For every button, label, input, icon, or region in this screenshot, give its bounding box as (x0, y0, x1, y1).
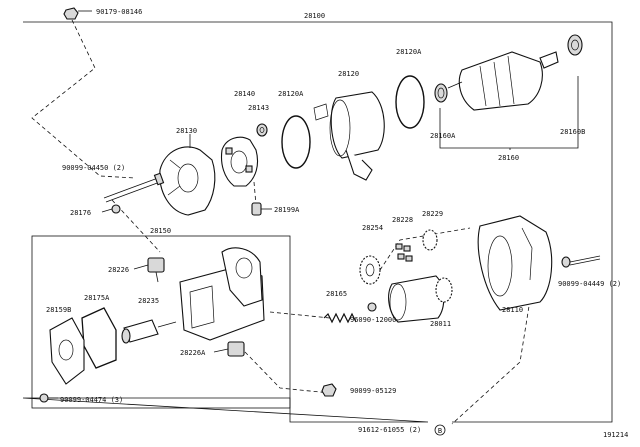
label-28165: 28165 (326, 290, 347, 298)
end-frame-28130 (159, 134, 216, 216)
label-91612-61055: 91612-61055 (2) (358, 426, 421, 434)
label-28228: 28228 (392, 216, 413, 224)
dashed-line-28110 (451, 299, 531, 425)
screw-28176 (101, 204, 121, 214)
part-28199a (251, 202, 272, 216)
screw-90099-04474 (39, 393, 58, 403)
label-90099-04474: 90099-04474 (3) (60, 396, 123, 404)
bolt-90099-04449 (561, 255, 601, 268)
yoke-28120 (313, 91, 385, 181)
label-28160: 28160 (498, 154, 519, 162)
ball-96090-12000 (367, 302, 377, 312)
spring-28165 (323, 312, 357, 324)
dashed-line-bolt (111, 199, 161, 253)
plunger-28235 (121, 319, 177, 344)
label-28176: 28176 (70, 209, 91, 217)
bracket-28160 (439, 76, 579, 149)
label-90099-05129: 90099-05129 (350, 387, 396, 395)
through-bolt-90099-04450 (103, 172, 165, 203)
dashed-line-left (31, 19, 136, 179)
label-28160b: 28160B (560, 128, 585, 136)
label-28120a-mid: 28120A (278, 90, 304, 98)
label-28159b: 28159B (46, 306, 71, 314)
label-28110: 28110 (502, 306, 523, 314)
nut-90099-05129 (321, 383, 337, 397)
label-90099-04449: 90099-04449 (2) (558, 280, 621, 288)
bearing-28160a (434, 83, 448, 103)
label-28235: 28235 (138, 297, 159, 305)
part-28229 (422, 229, 438, 251)
label-28140: 28140 (234, 90, 255, 98)
drive-housing-28110 (477, 215, 553, 311)
label-96090-12000: 96090-12000 (350, 316, 396, 324)
brush-holder-28140 (220, 136, 259, 187)
label-90099-04450: 90099-04450 (2) (62, 164, 125, 172)
gear-28254 (359, 255, 381, 285)
label-28143: 28143 (248, 104, 269, 112)
subassembly-box-28150 (31, 235, 291, 409)
label-28160a: 28160A (430, 132, 456, 140)
dashed-line-28199a (253, 181, 257, 206)
cover-28159b (49, 317, 85, 385)
bearing-28160b (567, 34, 583, 56)
svg-text:B: B (438, 427, 442, 435)
label-28011: 28011 (430, 320, 451, 328)
label-28199a: 28199A (274, 206, 300, 214)
armature-28160 (447, 51, 559, 111)
nut-90179-08146 (63, 7, 92, 20)
terminal-28226 (133, 257, 165, 283)
dashed-line-28165 (269, 311, 331, 319)
part-28143 (256, 123, 268, 137)
ring-28120a-top (395, 75, 425, 129)
rollers-28228 (395, 243, 413, 262)
label-28254: 28254 (362, 224, 383, 232)
terminal-28226a (213, 341, 245, 357)
label-28130: 28130 (176, 127, 197, 135)
dashed-line-bottom (244, 351, 331, 394)
clutch-28011 (388, 275, 453, 323)
label-28120: 28120 (338, 70, 359, 78)
label-28226a: 28226A (180, 349, 206, 357)
dashed-line-gear (379, 227, 471, 271)
gasket-28175a (81, 307, 117, 369)
label-28120a-top: 28120A (396, 48, 422, 56)
figure-number: 191214 (603, 431, 628, 439)
label-28229: 28229 (422, 210, 443, 218)
reference-circle-b: B (434, 424, 446, 436)
label-28100: 28100 (304, 12, 325, 20)
label-28226: 28226 (108, 266, 129, 274)
label-28150: 28150 (150, 227, 171, 235)
label-90179-08146: 90179-08146 (96, 8, 142, 16)
label-28175a: 28175A (84, 294, 110, 302)
ring-28120a-mid (281, 115, 311, 169)
magnetic-switch-28150 (179, 247, 265, 341)
